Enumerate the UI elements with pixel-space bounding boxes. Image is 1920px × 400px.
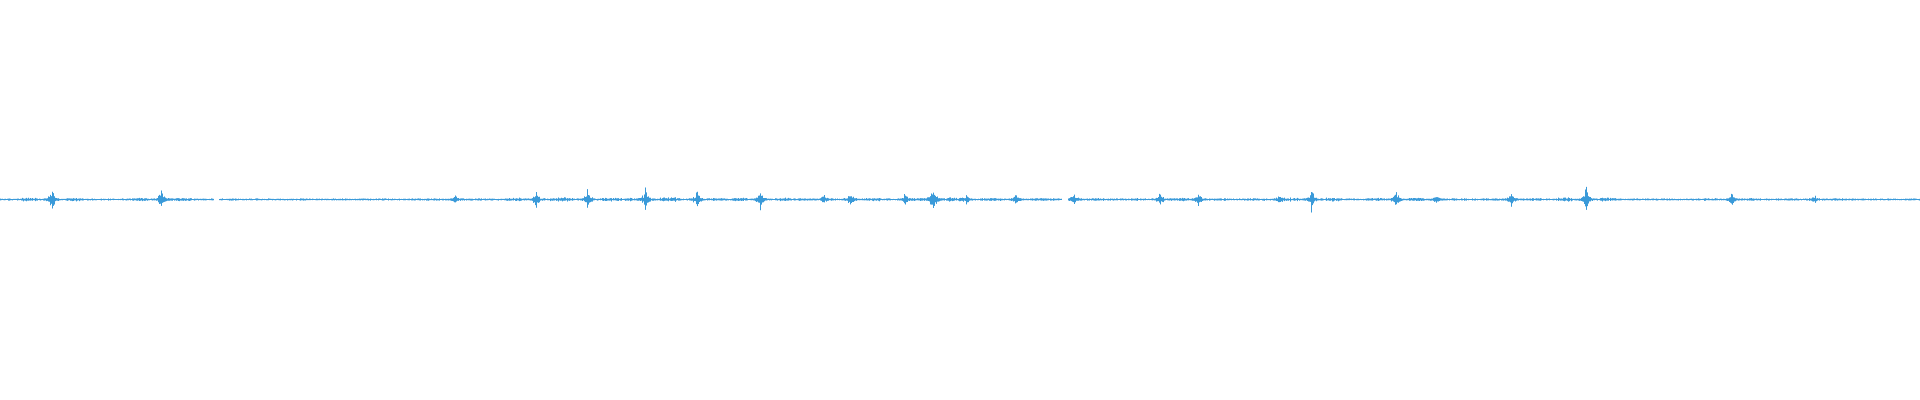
waveform-trace [0, 186, 1920, 213]
